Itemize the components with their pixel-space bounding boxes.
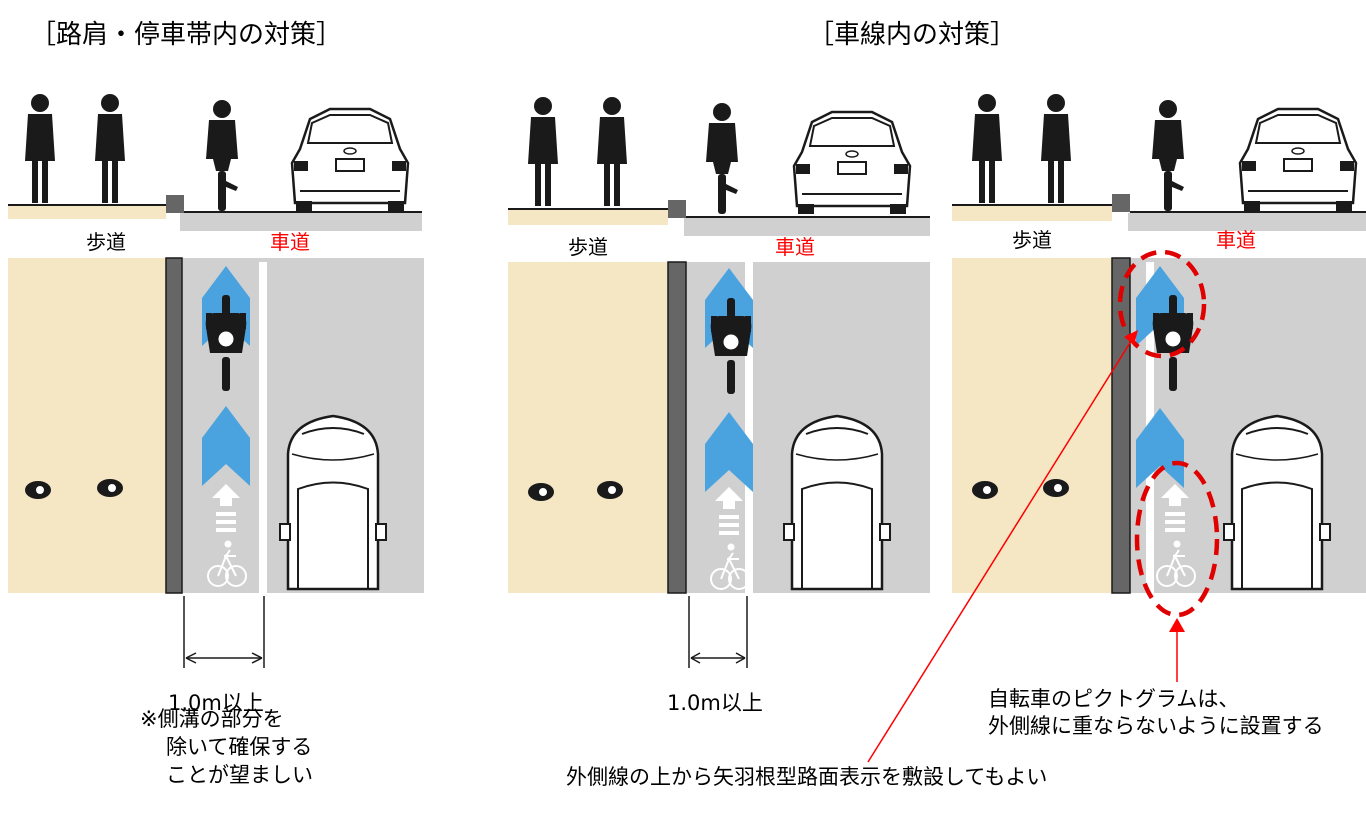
panel-3-sidewalk-label: 歩道 bbox=[1012, 228, 1052, 252]
heading-lane-measures: ［車線内の対策］ bbox=[808, 20, 1017, 50]
panel-2-width-label: 1.0m以上 bbox=[667, 691, 763, 715]
panel-1-sidewalk-label: 歩道 bbox=[86, 230, 126, 254]
pictogram-annotation-line-2: 外側線に重ならないように設置する bbox=[988, 714, 1324, 738]
panel-2-elevation bbox=[508, 97, 930, 236]
note-line-2: 除いて確保する bbox=[166, 735, 313, 759]
note-line-1: ※側溝の部分を bbox=[140, 707, 284, 731]
panel-1-width-label: 1.0m以上 bbox=[168, 691, 264, 715]
note-line-3: ことが望ましい bbox=[166, 763, 313, 787]
panel-1-dimension bbox=[183, 596, 265, 668]
panel-3-roadway-label: 車道 bbox=[1216, 228, 1256, 252]
panel-2-dimension bbox=[688, 596, 748, 668]
panel-2-sidewalk-label: 歩道 bbox=[568, 235, 608, 259]
arrow-marking-annotation: 外側線の上から矢羽根型路面表示を敷設してもよい bbox=[566, 765, 1048, 789]
panel-1-elevation bbox=[8, 94, 422, 231]
panel-2-roadway-label: 車道 bbox=[775, 235, 815, 259]
panel-3-plan bbox=[952, 257, 1366, 594]
annotation-leaders bbox=[867, 330, 1185, 763]
panel-1-plan bbox=[8, 257, 424, 594]
heading-shoulder-measures: ［路肩・停車帯内の対策］ bbox=[30, 20, 343, 50]
pictogram-annotation-line-1: 自転車のピクトグラムは、 bbox=[988, 687, 1240, 711]
highlight-ellipses bbox=[1117, 249, 1220, 618]
panel-1-roadway-label: 車道 bbox=[270, 230, 310, 254]
panel-3-elevation bbox=[952, 94, 1366, 231]
panel-2-plan bbox=[508, 261, 930, 594]
